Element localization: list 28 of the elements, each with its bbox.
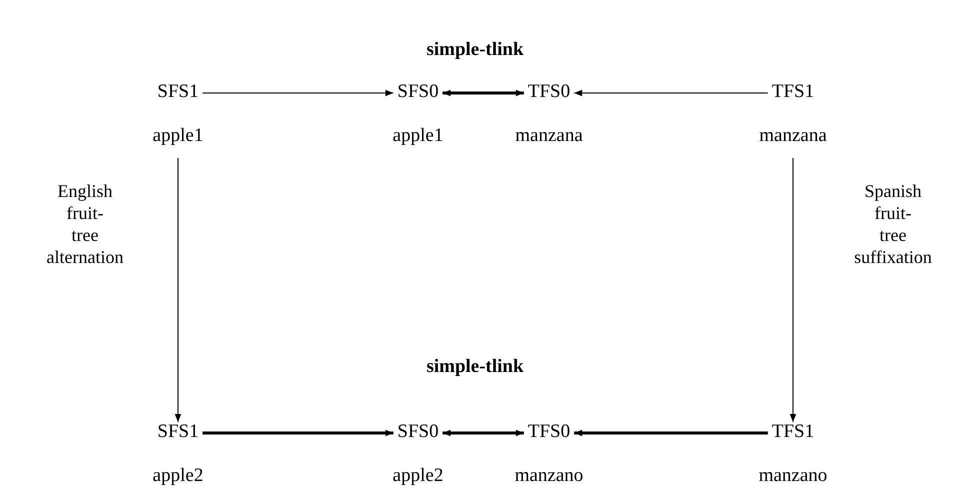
node-caption: apple1	[392, 124, 444, 148]
arrow	[442, 90, 524, 96]
arrow	[790, 158, 796, 422]
node-label: SFS0	[397, 420, 439, 444]
node-caption: manzana	[515, 124, 583, 148]
edge-label: English fruit- tree alternation	[46, 180, 124, 268]
node-caption: manzano	[514, 464, 584, 488]
node-label: SFS1	[157, 80, 199, 104]
node-label: SFS0	[397, 80, 439, 104]
link-title: simple-tlink	[426, 355, 524, 379]
arrow	[442, 430, 524, 436]
node-caption: apple2	[152, 464, 204, 488]
node-label: TFS0	[528, 420, 570, 444]
node-caption: manzano	[758, 464, 828, 488]
edge-label: Spanish fruit- tree suffixation	[853, 180, 933, 268]
arrow	[574, 430, 768, 436]
arrow	[202, 430, 394, 436]
arrow	[174, 158, 182, 422]
node-label: TFS1	[772, 80, 814, 104]
node-label: SFS1	[157, 420, 199, 444]
arrow	[202, 90, 394, 96]
node-label: TFS0	[528, 80, 570, 104]
node-caption: apple2	[392, 464, 444, 488]
node-caption: apple1	[152, 124, 204, 148]
arrow	[574, 90, 768, 96]
link-title: simple-tlink	[426, 38, 524, 62]
node-caption: manzana	[759, 124, 827, 148]
node-label: TFS1	[772, 420, 814, 444]
